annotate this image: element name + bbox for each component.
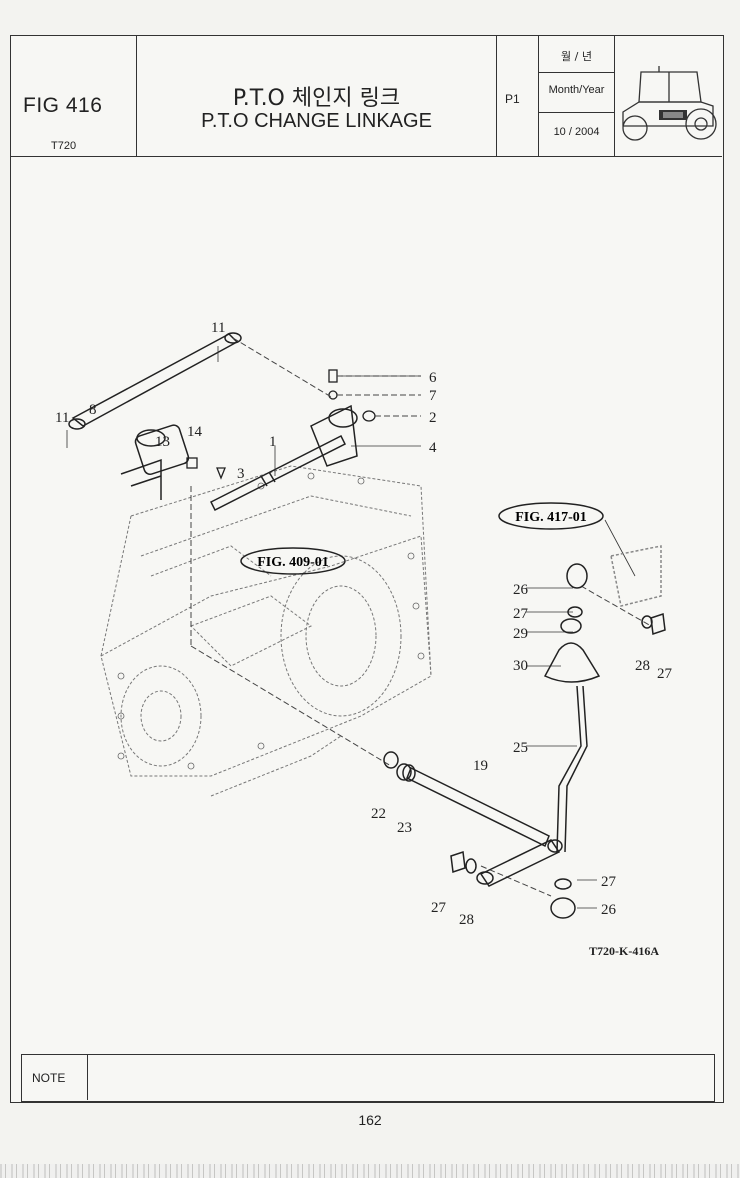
link-rod — [68, 332, 242, 430]
assembly-lines — [190, 337, 652, 897]
exploded-parts-diagram: 11 11 8 13 14 1 3 6 7 2 4 26 27 29 30 25… — [55, 320, 673, 928]
callout-label: 6 — [429, 370, 437, 386]
callout-labels: 11 11 8 13 14 1 3 6 7 2 4 26 27 29 30 25… — [55, 320, 673, 928]
small-parts — [186, 369, 376, 480]
model-code: T720 — [51, 140, 77, 152]
drawing-code: T720-K-416A — [589, 944, 659, 958]
callout-label: 1 — [269, 434, 277, 450]
date-cell: 월 / 년 Month/Year 10 / 2004 — [539, 36, 615, 156]
callout-label: 4 — [429, 440, 437, 456]
callout-label: 2 — [429, 410, 437, 426]
date-label-korean: 월 / 년 — [561, 50, 592, 63]
title-korean: P.T.O 체인지 링크 — [232, 86, 401, 111]
callout-label: 3 — [237, 466, 245, 482]
callout-label: 25 — [513, 740, 528, 756]
pto-shaft — [383, 751, 563, 887]
callout-label: 27 — [513, 606, 529, 622]
shift-shaft — [209, 404, 358, 512]
scan-artifact — [0, 1164, 740, 1178]
fig-ref-label: FIG. 417-01 — [515, 510, 587, 525]
title-cell: P.T.O 체인지 링크 P.T.O CHANGE LINKAGE — [137, 36, 497, 156]
note-label: NOTE — [22, 1055, 88, 1100]
callout-label: 11 — [211, 320, 225, 336]
callout-label: 23 — [397, 820, 412, 836]
figure-cell: FIG 416 T720 — [11, 36, 137, 156]
callout-label: 27 — [431, 900, 447, 916]
housing-bolts — [117, 472, 425, 770]
title-english: P.T.O CHANGE LINKAGE — [201, 110, 432, 132]
callout-label: 28 — [635, 658, 650, 674]
callout-label: 8 — [89, 402, 97, 418]
transmission-housing — [100, 465, 432, 797]
figure-reference-417: FIG. 417-01 — [498, 502, 604, 530]
callout-label: 28 — [459, 912, 474, 928]
bracket — [120, 424, 190, 500]
callout-label: 19 — [473, 758, 488, 774]
callout-label: 13 — [155, 434, 170, 450]
figure-number: FIG 416 — [23, 94, 103, 117]
page-number: 162 — [358, 1112, 382, 1128]
page-cell: P1 — [497, 36, 539, 156]
date-divider — [539, 72, 614, 73]
callout-label: 29 — [513, 626, 528, 642]
sheet-page: P1 — [505, 92, 520, 106]
date-value: 10 / 2004 — [553, 126, 600, 138]
title-block: FIG 416 T720 P.T.O 체인지 링크 P.T.O CHANGE L… — [11, 36, 722, 157]
date-divider — [539, 112, 614, 113]
callout-label: 26 — [601, 902, 617, 918]
callout-label: 7 — [429, 388, 437, 404]
tractor-cell — [615, 36, 722, 156]
lever-rod — [450, 545, 666, 919]
date-label-english: Month/Year — [548, 84, 605, 96]
callout-label: 11 — [55, 410, 69, 426]
parts-sheet: FIG 416 T720 P.T.O 체인지 링크 P.T.O CHANGE L… — [10, 35, 724, 1103]
tractor-icon — [622, 66, 717, 141]
callout-label: 27 — [601, 874, 617, 890]
note-row: NOTE — [21, 1054, 715, 1102]
callout-label: 30 — [513, 658, 528, 674]
fig-ref-label: FIG. 409-01 — [257, 555, 329, 570]
callout-label: 27 — [657, 666, 673, 682]
callout-label: 26 — [513, 582, 529, 598]
callout-label: 14 — [187, 424, 203, 440]
callout-label: 22 — [371, 806, 386, 822]
figure-reference-409: FIG. 409-01 — [240, 547, 346, 575]
